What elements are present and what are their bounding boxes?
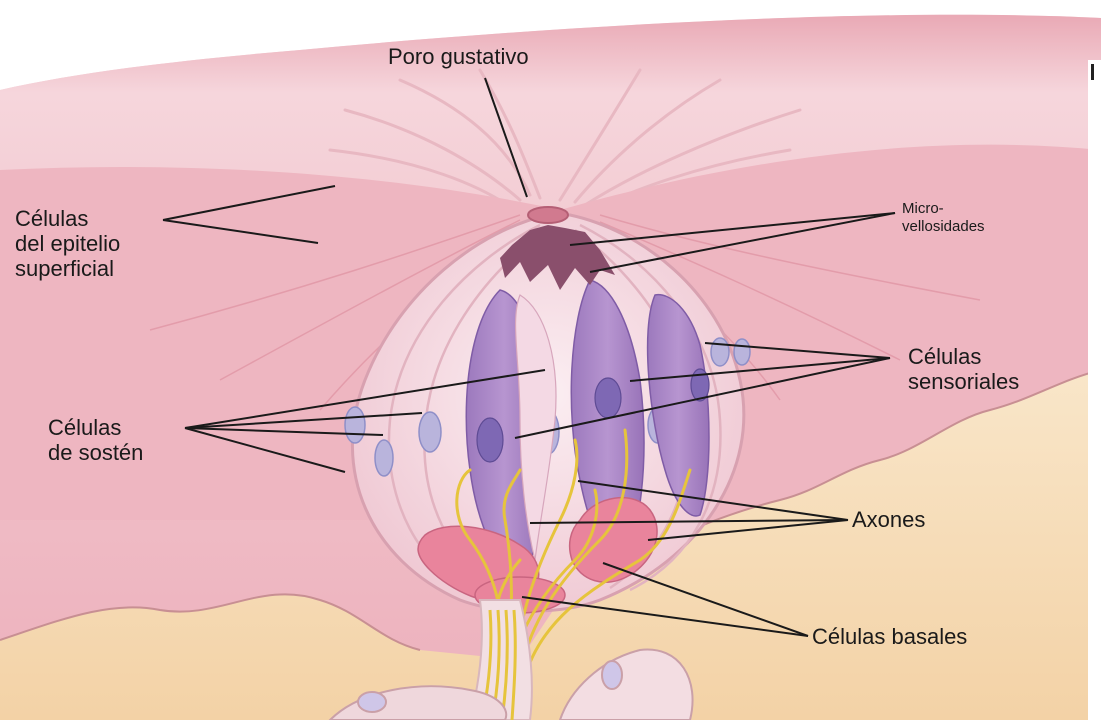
label-microvilli-line-1: Micro- (902, 200, 985, 218)
label-sensory-cells-line-2: sensoriales (908, 369, 1019, 394)
right-margin (1088, 60, 1101, 720)
label-supporting-cells-line-2: de sostén (48, 440, 143, 465)
label-surface-epithelial-cells-line-2: del epitelio (15, 231, 120, 256)
label-surface-epithelial-cells: Células del epitelio superficial (15, 206, 120, 281)
label-basal-cells: Células basales (812, 624, 967, 649)
label-supporting-cells-line-1: Células (48, 415, 143, 440)
label-microvilli-line-2: vellosidades (902, 218, 985, 236)
edge-mark (1091, 64, 1094, 80)
label-taste-pore: Poro gustativo (388, 44, 529, 69)
taste-pore-opening (528, 207, 568, 223)
label-supporting-cells: Células de sostén (48, 415, 143, 465)
label-sensory-cells: Células sensoriales (908, 344, 1019, 394)
label-surface-epithelial-cells-line-1: Células (15, 206, 120, 231)
label-microvilli: Micro- vellosidades (902, 200, 985, 236)
label-sensory-cells-line-1: Células (908, 344, 1019, 369)
label-surface-epithelial-cells-line-3: superficial (15, 256, 120, 281)
label-axons: Axones (852, 507, 925, 532)
